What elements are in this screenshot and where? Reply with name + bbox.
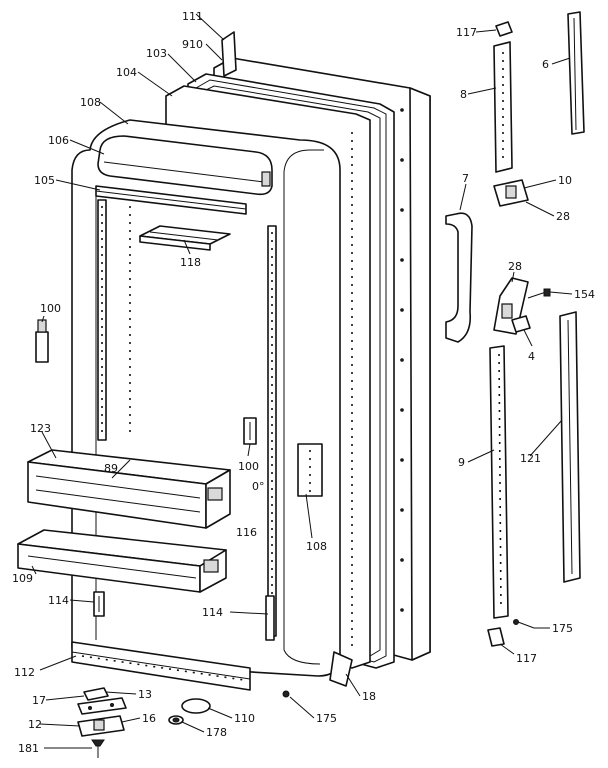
callout-4: 4 xyxy=(528,350,535,363)
callout-181: 181 xyxy=(18,742,39,755)
handle-mount-screw xyxy=(527,288,551,299)
callout-28-top: 28 xyxy=(556,210,570,223)
callout-117-bottom: 117 xyxy=(516,652,537,665)
top-trim-cap xyxy=(221,31,237,77)
door-handle xyxy=(445,212,473,343)
callout-111: 111 xyxy=(182,10,203,23)
callout-108-side: 108 xyxy=(306,540,327,553)
top-trim-cap-right xyxy=(495,21,513,37)
callout-105: 105 xyxy=(34,174,55,187)
vertical-trim-lower xyxy=(489,345,509,619)
callout-12: 12 xyxy=(28,718,42,731)
callout-28-mid: 28 xyxy=(508,260,522,273)
bin-support-bracket xyxy=(93,591,105,617)
vertical-trim-strip-left xyxy=(493,41,513,173)
callout-100-right: 100 xyxy=(238,460,259,473)
door-stop-cam xyxy=(181,698,211,714)
hinge-plate xyxy=(77,697,127,715)
callout-116: 116 xyxy=(236,526,257,539)
upper-door-bin xyxy=(27,449,231,529)
lower-shelf-post xyxy=(265,595,275,641)
callout-17: 17 xyxy=(32,694,46,707)
handle-mount-bracket xyxy=(511,315,531,333)
door-closer-washer xyxy=(168,715,184,725)
handle-top-mount xyxy=(493,179,529,207)
callout-175-left: 175 xyxy=(316,712,337,725)
callout-106: 106 xyxy=(48,134,69,147)
callout-121: 121 xyxy=(520,452,541,465)
callout-110: 110 xyxy=(234,712,255,725)
callout-114-left: 114 xyxy=(48,594,69,607)
hinge-bushing xyxy=(83,687,109,701)
callout-123: 123 xyxy=(30,422,51,435)
lower-door-bin xyxy=(17,529,227,593)
callout-103: 103 xyxy=(146,47,167,60)
callout-910: 910 xyxy=(182,38,203,51)
callout-89: 89 xyxy=(104,462,118,475)
hinge-pin-block xyxy=(77,715,125,737)
door-edge-strip xyxy=(559,311,581,583)
callout-100-left: 100 xyxy=(40,302,61,315)
callout-7: 7 xyxy=(462,172,469,185)
liner-screw-left xyxy=(282,690,290,698)
dairy-compartment-cover xyxy=(97,135,273,196)
callout-112: 112 xyxy=(14,666,35,679)
door-shim xyxy=(329,651,353,687)
callout-118: 118 xyxy=(180,256,201,269)
callout-117-top: 117 xyxy=(456,26,477,39)
shelf-clip xyxy=(139,225,231,251)
callout-175-right: 175 xyxy=(552,622,573,635)
callout-13: 13 xyxy=(138,688,152,701)
callout-6: 6 xyxy=(542,58,549,71)
inner-door-liner xyxy=(71,119,341,691)
callout-109: 109 xyxy=(12,572,33,585)
vertical-trim-strip-right xyxy=(567,11,585,135)
callout-9: 9 xyxy=(458,456,465,469)
callout-0-degree: 0° xyxy=(252,480,265,493)
trim-screw-right xyxy=(513,619,535,629)
bottom-trim-cap-right xyxy=(487,627,505,647)
callout-154: 154 xyxy=(574,288,595,301)
dairy-hinge-strip xyxy=(95,185,247,215)
callout-8: 8 xyxy=(460,88,467,101)
callout-114-right: 114 xyxy=(202,606,223,619)
callout-104: 104 xyxy=(116,66,137,79)
callout-16: 16 xyxy=(142,712,156,725)
callout-18: 18 xyxy=(362,690,376,703)
hinge-screw xyxy=(91,739,105,758)
callout-labels: 111 910 103 104 108 106 105 118 100 123 … xyxy=(12,10,595,755)
callout-10: 10 xyxy=(558,174,572,187)
side-rail xyxy=(297,443,323,497)
shelf-end-cap xyxy=(35,319,49,363)
handle-bottom-mount xyxy=(493,277,529,335)
leader-lines xyxy=(31,13,573,749)
callout-108-top: 108 xyxy=(80,96,101,109)
shelf-stop-bracket xyxy=(243,417,257,445)
callout-178: 178 xyxy=(206,726,227,739)
